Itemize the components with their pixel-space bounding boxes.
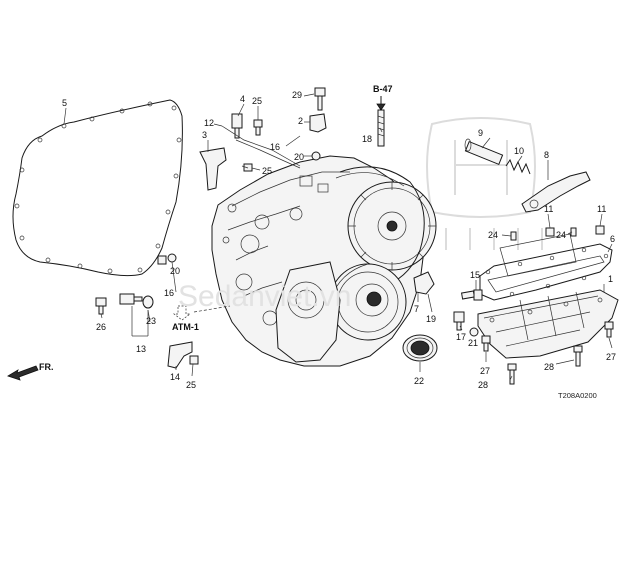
bolt-28-left (507, 363, 517, 385)
callout-6: 6 (610, 234, 615, 244)
callout-2: 2 (298, 116, 303, 126)
callout-21: 21 (468, 338, 478, 348)
o-ring-23 (142, 295, 154, 309)
gasket-holes (14, 101, 182, 274)
ref-front: FR. (39, 362, 54, 372)
bolt-27-right (604, 321, 614, 338)
stud-bolt (377, 109, 385, 147)
bracket-7 (413, 271, 435, 295)
callout-27a: 27 (480, 366, 490, 376)
bolt-27-left (481, 335, 491, 352)
sensor-17 (453, 311, 465, 331)
bolt-25-mid (243, 163, 253, 172)
bolt-28-right (573, 345, 583, 367)
bolt-25-bottom (189, 355, 199, 365)
clip-right (595, 225, 605, 235)
callout-10: 10 (514, 146, 524, 156)
dowel-pin-right (570, 227, 577, 237)
gasket (12, 99, 183, 277)
bolt-25-top (253, 119, 263, 136)
callout-12: 12 (204, 118, 214, 128)
clip-left (545, 227, 555, 237)
callout-28b: 28 (544, 362, 554, 372)
sensor-16-lower (119, 293, 143, 305)
leader-lines (63, 93, 613, 381)
pan-gasket (479, 243, 613, 301)
watermark-text: Sedanviet.vn (178, 280, 351, 313)
differential-drum (329, 263, 407, 341)
callout-11a: 11 (544, 204, 553, 214)
harness-line (221, 125, 301, 167)
bolt-29 (314, 87, 326, 111)
oil-pan (477, 289, 619, 359)
callout-1: 1 (608, 274, 613, 284)
park-lever (521, 171, 591, 213)
bolt-15 (460, 289, 483, 301)
park-shaft (464, 138, 504, 166)
callout-20a: 20 (294, 152, 304, 162)
callout-16a: 16 (270, 142, 280, 152)
return-spring (505, 158, 531, 175)
diagram-code: T208A0200 (558, 391, 597, 400)
callout-27b: 27 (606, 352, 616, 362)
callout-25a: 25 (252, 96, 262, 106)
callout-4: 4 (240, 94, 245, 104)
callout-25b: 25 (262, 166, 272, 176)
callout-28a: 28 (478, 380, 488, 390)
callout-20b: 20 (170, 266, 180, 276)
callout-22: 22 (414, 376, 424, 386)
callout-15: 15 (470, 270, 480, 280)
callout-11b: 11 (597, 204, 606, 214)
callout-7: 7 (414, 304, 419, 314)
bolt-25-lower (157, 255, 167, 265)
callout-5: 5 (62, 98, 67, 108)
speed-sensor (231, 113, 243, 139)
lower-case (275, 261, 341, 363)
atm1-pointer (172, 305, 192, 321)
callout-3: 3 (202, 130, 207, 140)
washer-20-top (311, 151, 321, 161)
callout-18: 18 (362, 134, 372, 144)
oil-seal (402, 334, 438, 362)
bracket-14 (167, 341, 193, 369)
dowel-pin-left (510, 231, 517, 241)
harness-bracket (199, 147, 227, 191)
ref-atm1: ATM-1 (172, 322, 199, 332)
front-arrow (7, 365, 39, 381)
callout-17: 17 (456, 332, 466, 342)
callout-24a: 24 (488, 230, 498, 240)
callout-23: 23 (146, 316, 156, 326)
bolt-26 (95, 297, 107, 315)
callout-24b: 24 (556, 230, 566, 240)
callout-16b: 16 (164, 288, 174, 298)
callout-26: 26 (96, 322, 106, 332)
washer-21 (469, 327, 479, 337)
callout-29: 29 (292, 90, 302, 100)
bracket-2 (309, 113, 327, 133)
callout-8: 8 (544, 150, 549, 160)
callout-19: 19 (426, 314, 436, 324)
washer-20-lower (167, 253, 177, 263)
honda-logo-watermark (426, 117, 543, 250)
ref-b47: B-47 (373, 84, 393, 94)
callout-9: 9 (478, 128, 483, 138)
callout-14: 14 (170, 372, 180, 382)
callout-13: 13 (136, 344, 146, 354)
output-gear (347, 181, 437, 271)
callout-25c: 25 (186, 380, 196, 390)
strainer-frame (499, 233, 577, 277)
